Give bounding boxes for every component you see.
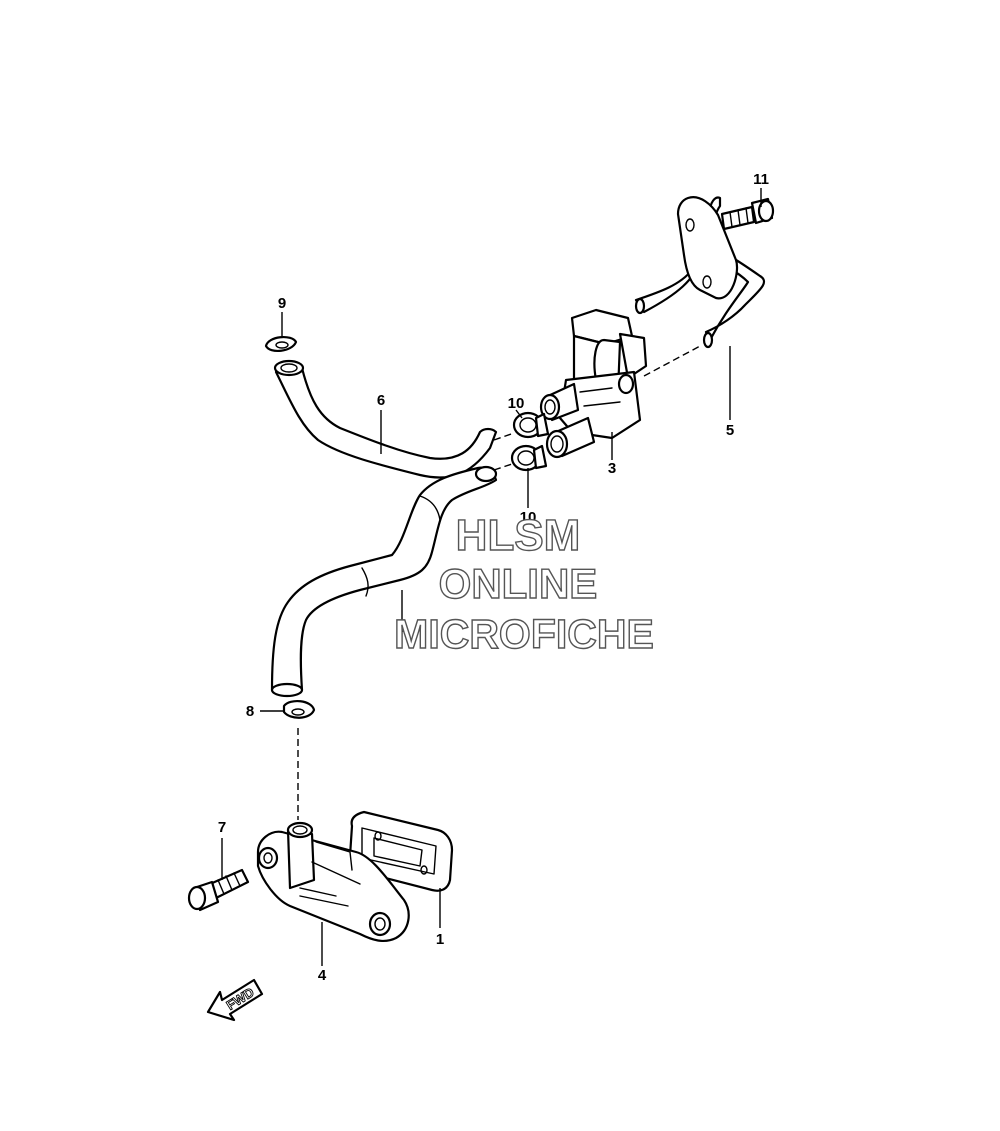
callout-10-lower: 10 xyxy=(520,509,537,526)
callout-10-upper: 10 xyxy=(508,395,525,412)
part-6-hose xyxy=(273,359,498,479)
callout-6: 6 xyxy=(377,392,385,409)
part-8-clip xyxy=(282,700,316,719)
watermark-line-3: MICROFICHE xyxy=(394,611,654,657)
part-5-pipe xyxy=(634,196,766,349)
callout-4: 4 xyxy=(318,967,327,984)
callout-2: 2 xyxy=(398,619,406,636)
part-10-clamp-upper xyxy=(512,411,550,439)
callout-7: 7 xyxy=(218,819,226,836)
watermark-line-2: ONLINE xyxy=(439,560,598,607)
part-2-hose xyxy=(270,465,498,698)
alignment-lines xyxy=(297,344,703,820)
part-3-valve xyxy=(539,308,648,459)
leader-lines xyxy=(221,188,762,966)
callout-5: 5 xyxy=(726,422,734,439)
callout-9: 9 xyxy=(278,295,286,312)
watermark-line-1: HLSM xyxy=(456,511,581,560)
fwd-arrow: FWD xyxy=(206,978,264,1022)
watermark: HLSM ONLINE MICROFICHE xyxy=(393,510,654,657)
callout-labels: 11 9 6 10 3 5 10 2 8 7 1 4 xyxy=(218,171,769,984)
part-7-bolt xyxy=(187,868,250,912)
callout-1: 1 xyxy=(436,931,444,948)
part-4-flange xyxy=(256,821,410,943)
callout-8: 8 xyxy=(246,703,254,720)
part-11-bolt xyxy=(720,197,775,231)
part-9-clip xyxy=(264,336,298,352)
callout-11: 11 xyxy=(753,171,769,188)
callout-3: 3 xyxy=(608,460,616,477)
part-10-clamp-lower xyxy=(510,444,548,472)
